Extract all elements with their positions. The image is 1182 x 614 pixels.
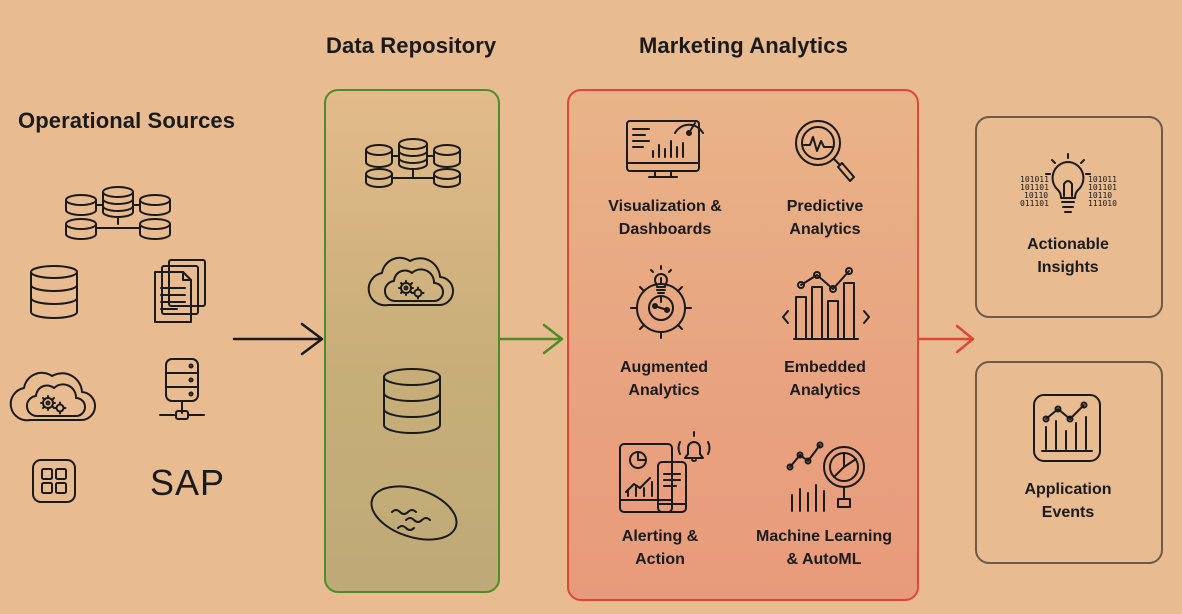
binary-right-3: 10110	[1088, 191, 1112, 200]
arrow-sources-to-repository	[232, 320, 327, 360]
database-icon	[381, 367, 443, 435]
bar-chart-code-icon	[780, 265, 872, 343]
app-chart-icon	[1032, 393, 1102, 463]
cloud-gear-icon	[372, 243, 454, 309]
operational-sources-heading: Operational Sources	[18, 108, 236, 133]
lightbulb-binary-icon: 101011 101101 10110 011101 101011 101101…	[1020, 152, 1117, 222]
apps-grid-icon	[31, 458, 77, 504]
magnifier-chart-icon	[792, 117, 856, 183]
data-lake-icon	[368, 484, 460, 542]
binary-left-1: 101011	[1020, 175, 1049, 184]
database-network-icon	[364, 138, 462, 190]
application-events-box	[975, 361, 1163, 564]
gear-lightbulb-icon	[625, 262, 697, 344]
database-icon	[28, 264, 80, 320]
binary-right-1: 101011	[1088, 175, 1117, 184]
binary-left-2: 101101	[1020, 183, 1049, 192]
binary-left-3: 10110	[1024, 191, 1048, 200]
binary-right-4: 111010	[1088, 199, 1117, 208]
server-network-icon	[158, 357, 206, 425]
sap-logo-text: SAP	[150, 462, 226, 503]
data-repository-heading: Data Repository	[326, 33, 497, 58]
machine-learning-automl-label: Machine Learning & AutoML	[755, 528, 893, 568]
visualization-dashboards-label: Visualization & Dashboards	[608, 198, 722, 238]
actionable-insights-box	[975, 116, 1163, 318]
database-network-icon	[64, 186, 172, 242]
marketing-analytics-heading: Marketing Analytics	[639, 33, 848, 58]
arrow-analytics-to-outputs	[917, 323, 979, 359]
documents-icon	[153, 258, 209, 326]
marketing-analytics-box	[567, 89, 919, 601]
actionable-insights-label: Actionable Insights	[1027, 236, 1109, 276]
predictive-analytics-label: Predictive Analytics	[786, 198, 864, 238]
magnifier-pie-chart-icon	[786, 437, 868, 513]
tablet-bell-icon	[618, 428, 714, 514]
embedded-analytics-label: Embedded Analytics	[784, 359, 866, 399]
augmented-analytics-label: Augmented Analytics	[620, 359, 708, 399]
arrow-repository-to-analytics	[498, 321, 568, 361]
monitor-dashboard-icon	[625, 111, 705, 183]
application-events-label: Application Events	[1024, 481, 1112, 521]
alerting-action-label: Alerting & Action	[621, 528, 699, 568]
binary-right-2: 101101	[1088, 183, 1117, 192]
cloud-gear-icon	[14, 358, 96, 424]
binary-left-4: 011101	[1020, 199, 1049, 208]
